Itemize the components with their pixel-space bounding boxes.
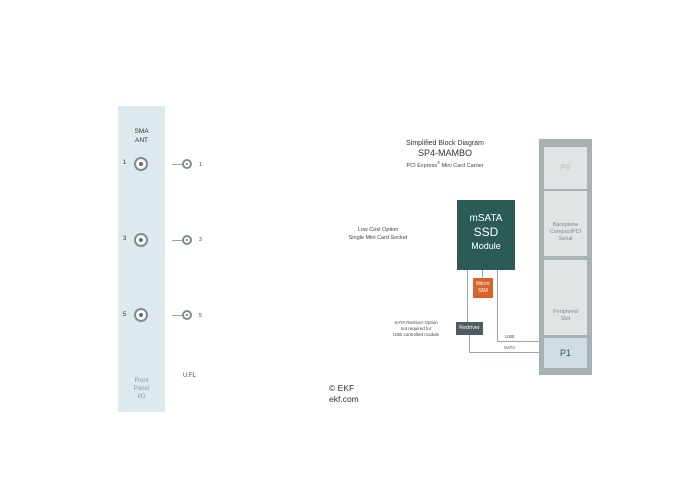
footer-line: Front xyxy=(134,378,149,384)
sma-label: SMA xyxy=(134,128,149,135)
slot-p1: P1 xyxy=(544,338,587,368)
ssd-label: SSD xyxy=(473,225,499,239)
redriver-note: SATA Redriver Option not required for US… xyxy=(378,320,454,338)
ufl-port-number: 5 xyxy=(199,313,202,319)
micro-sim-block: Micro SIM xyxy=(473,278,493,298)
ufl-port-number: 3 xyxy=(199,237,202,243)
website-text: ekf.com xyxy=(329,394,359,404)
usb-wire-vertical xyxy=(497,270,498,341)
sma-port-number: 3 xyxy=(123,236,127,242)
ufl-lead xyxy=(172,164,182,165)
backplane-label: Backplane xyxy=(552,222,579,228)
sata-wire-down xyxy=(469,335,470,352)
redriver-label: Redriver xyxy=(459,325,480,331)
sma-port-number: 5 xyxy=(123,312,127,318)
product-name: SP4-MAMBO xyxy=(417,148,472,158)
front-panel-title: SMA ANT xyxy=(118,127,165,145)
ssd-label: mSATA xyxy=(469,213,503,224)
diagram-header: Simplified Block Diagram SP4-MAMBO PCI E… xyxy=(380,139,510,170)
usb-label: USB xyxy=(505,334,515,339)
sata-label: SATA xyxy=(504,345,516,350)
note-line: SATA Redriver Option xyxy=(394,320,438,325)
backplane-label: Serial xyxy=(558,236,573,242)
ant-label: ANT xyxy=(135,137,148,144)
sata-wire-vertical xyxy=(467,270,468,322)
copyright-text: © EKF xyxy=(329,383,355,393)
diagram-subtitle: PCI Express® Mini Card Carrier xyxy=(380,159,510,170)
note-line: USB controlled module xyxy=(392,332,440,337)
sma-connector-icon xyxy=(134,233,148,247)
slot-backplane: Backplane CompactPCI Serial xyxy=(544,191,587,256)
copyright-block: © EKF ekf.com xyxy=(329,383,359,405)
backplane-label: CompactPCI xyxy=(549,229,582,235)
option-line: Low Cost Option xyxy=(357,227,399,233)
msata-ssd-module: mSATA SSD Module xyxy=(457,200,515,270)
ufl-connector-icon xyxy=(182,159,192,169)
p6-label: P6 xyxy=(560,163,571,172)
connector-line xyxy=(482,270,483,278)
usb-wire-horizontal xyxy=(497,341,544,342)
option-note: Low Cost Option Single Mini Card Socket xyxy=(338,227,418,242)
sim-label: SIM xyxy=(478,288,488,294)
ssd-label: Module xyxy=(471,241,501,251)
p1-label: P1 xyxy=(559,348,571,358)
note-line: not required for xyxy=(400,326,432,331)
front-panel: SMA ANT Front Panel I/O xyxy=(118,106,165,412)
option-line: Single Mini Card Socket xyxy=(348,234,408,241)
ufl-connector-icon xyxy=(182,310,192,320)
peripheral-label: Slot xyxy=(560,316,571,322)
slot-p6: P6 xyxy=(544,147,587,189)
ufl-connector-icon xyxy=(182,235,192,245)
subtitle-text: Mini Card Carrier xyxy=(440,162,484,169)
subtitle-text: PCI Express xyxy=(406,162,438,169)
peripheral-label: Peripheral xyxy=(552,309,579,315)
footer-line: Panel xyxy=(133,386,150,392)
sma-port-number: 1 xyxy=(123,160,127,166)
ufl-port-number: 1 xyxy=(199,162,202,168)
ufl-lead xyxy=(172,240,182,241)
registered-mark: ® xyxy=(437,160,441,165)
ufl-lead xyxy=(172,315,182,316)
sma-connector-icon xyxy=(134,157,148,171)
sim-label: Micro xyxy=(476,281,490,287)
slot-peripheral: Peripheral Slot xyxy=(544,260,587,335)
redriver-block: Redriver xyxy=(456,322,483,335)
sata-wire-horizontal xyxy=(469,352,544,353)
ufl-label: U.FL xyxy=(183,373,197,379)
compactpci-carrier: P6 Backplane CompactPCI Serial Periphera… xyxy=(539,139,592,375)
front-panel-footer: Front Panel I/O xyxy=(118,377,165,401)
sma-connector-icon xyxy=(134,308,148,322)
footer-line: I/O xyxy=(137,394,146,400)
diagram-title: Simplified Block Diagram xyxy=(406,140,484,147)
